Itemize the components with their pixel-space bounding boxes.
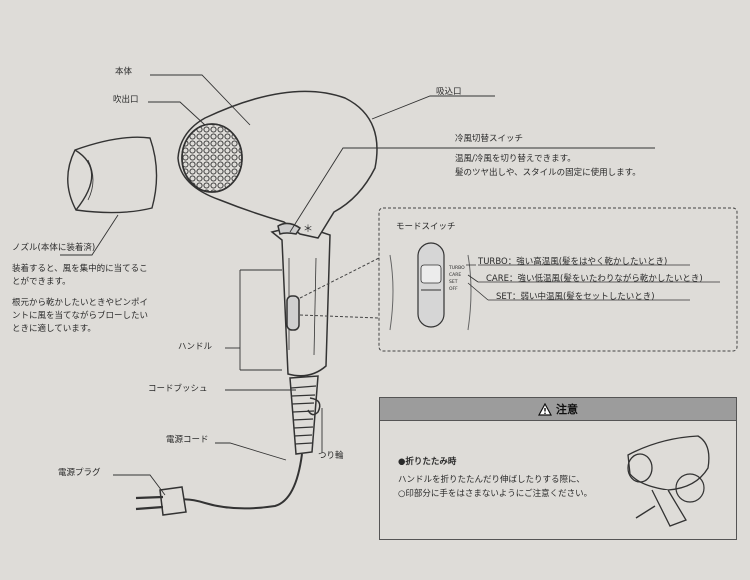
- mode-set-desc: ：弱い中温風(髪をセットしたいとき): [511, 292, 655, 302]
- warning-icon: [538, 402, 552, 416]
- tiny-turbo: TURBO: [449, 266, 465, 271]
- mode-care: CARE：強い低温風(髪をいたわりながら乾かしたいとき): [486, 273, 703, 286]
- mode-turbo-name: TURBO: [478, 257, 508, 267]
- caution-header-text: 注意: [556, 403, 578, 416]
- hanging-ring-label: つり輪: [318, 451, 344, 461]
- power-cord-label: 電源コード: [166, 435, 209, 445]
- asterisk-mark: ＊: [303, 224, 313, 235]
- cool-switch-desc-2: 髪のツヤ出しや、スタイルの固定に使用します。: [455, 168, 641, 178]
- nozzle-desc-2-line-3: ときに適しています。: [12, 324, 96, 334]
- caution-title: ●折りたたみ時: [398, 457, 457, 467]
- cool-switch-label: 冷風切替スイッチ: [455, 134, 524, 144]
- mode-turbo: TURBO：強い高温風(髪をはやく乾かしたいとき): [478, 256, 667, 269]
- tiny-set: SET: [449, 280, 458, 285]
- dryer-body-part: [135, 90, 378, 516]
- nozzle-desc-1-line-2: とができます。: [12, 277, 71, 287]
- handle-label: ハンドル: [178, 342, 213, 352]
- nozzle-desc-1-line-1: 装着すると、風を集中的に当てるこ: [12, 264, 148, 274]
- nozzle-label: ノズル(本体に装着済): [12, 243, 96, 253]
- body-label: 本体: [115, 67, 133, 77]
- caution-text-2: ○印部分に手をはさまないようにご注意ください。: [398, 489, 593, 499]
- nozzle-desc-2-line-1: 根元から乾かしたいときやピンポイ: [12, 298, 149, 308]
- mode-care-desc: ：強い低温風(髪をいたわりながら乾かしたいとき): [509, 274, 703, 284]
- mode-care-name: CARE: [486, 274, 510, 284]
- tiny-care: CARE: [449, 273, 462, 278]
- intake-label: 吸込口: [436, 87, 462, 97]
- cool-switch-desc-1: 温風/冷風を切り替えできます。: [455, 154, 576, 164]
- nozzle-part: [67, 136, 158, 214]
- leader-lines: [60, 74, 655, 496]
- caution-box: 注意 ●折りたたみ時 ハンドルを折りたたんだり伸ばしたりする際に、 ○印部分に手…: [379, 397, 737, 540]
- mode-switch-zoom: [299, 207, 738, 352]
- folding-illustration: [627, 435, 710, 527]
- mode-switch-title: モードスイッチ: [396, 222, 456, 232]
- mode-turbo-desc: ：強い高温風(髪をはやく乾かしたいとき): [507, 257, 668, 267]
- mode-set-name: SET: [496, 292, 512, 302]
- caution-header: 注意: [380, 398, 736, 421]
- power-plug-label: 電源プラグ: [58, 468, 101, 478]
- nozzle-desc-2-line-2: ントに風を当てながらブローしたい: [12, 311, 149, 321]
- mode-set: SET：弱い中温風(髪をセットしたいとき): [496, 291, 655, 304]
- cord-bush-label: コードブッシュ: [148, 384, 208, 394]
- tiny-off: OFF: [449, 287, 458, 292]
- caution-text-1: ハンドルを折りたたんだり伸ばしたりする際に、: [398, 475, 585, 485]
- outlet-label: 吹出口: [113, 95, 139, 105]
